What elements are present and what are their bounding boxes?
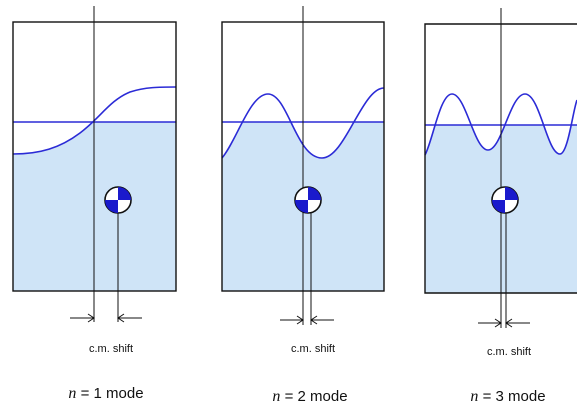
mode-variable: n <box>272 388 281 405</box>
mode-label-3: n = 3 mode <box>470 388 545 406</box>
center-of-mass-symbol <box>104 186 132 214</box>
panel-mode-2 <box>221 6 385 325</box>
panel-mode-3 <box>424 8 577 328</box>
mode-label-1: n = 1 mode <box>68 385 143 403</box>
mode-text: = 3 mode <box>482 388 546 405</box>
mode-variable: n <box>470 388 479 405</box>
cm-shift-arrows <box>70 313 142 323</box>
mode-variable: n <box>68 385 77 402</box>
center-of-mass-symbol <box>294 186 322 214</box>
mode-text: = 2 mode <box>284 388 348 405</box>
wave-surface-line <box>12 86 177 155</box>
cm-shift-arrows <box>478 318 530 328</box>
cm-shift-label: c.m. shift <box>486 346 532 358</box>
wave-surface <box>425 94 577 155</box>
wave-surface-line <box>424 93 577 156</box>
cm-shift-label: c.m. shift <box>88 343 134 355</box>
center-of-mass-symbol <box>491 186 519 214</box>
cm-shift-arrows <box>280 315 334 325</box>
panel-mode-1 <box>12 6 177 323</box>
mode-label-2: n = 2 mode <box>272 388 347 406</box>
mode-text: = 1 mode <box>80 385 144 402</box>
cm-shift-label: c.m. shift <box>290 343 336 355</box>
